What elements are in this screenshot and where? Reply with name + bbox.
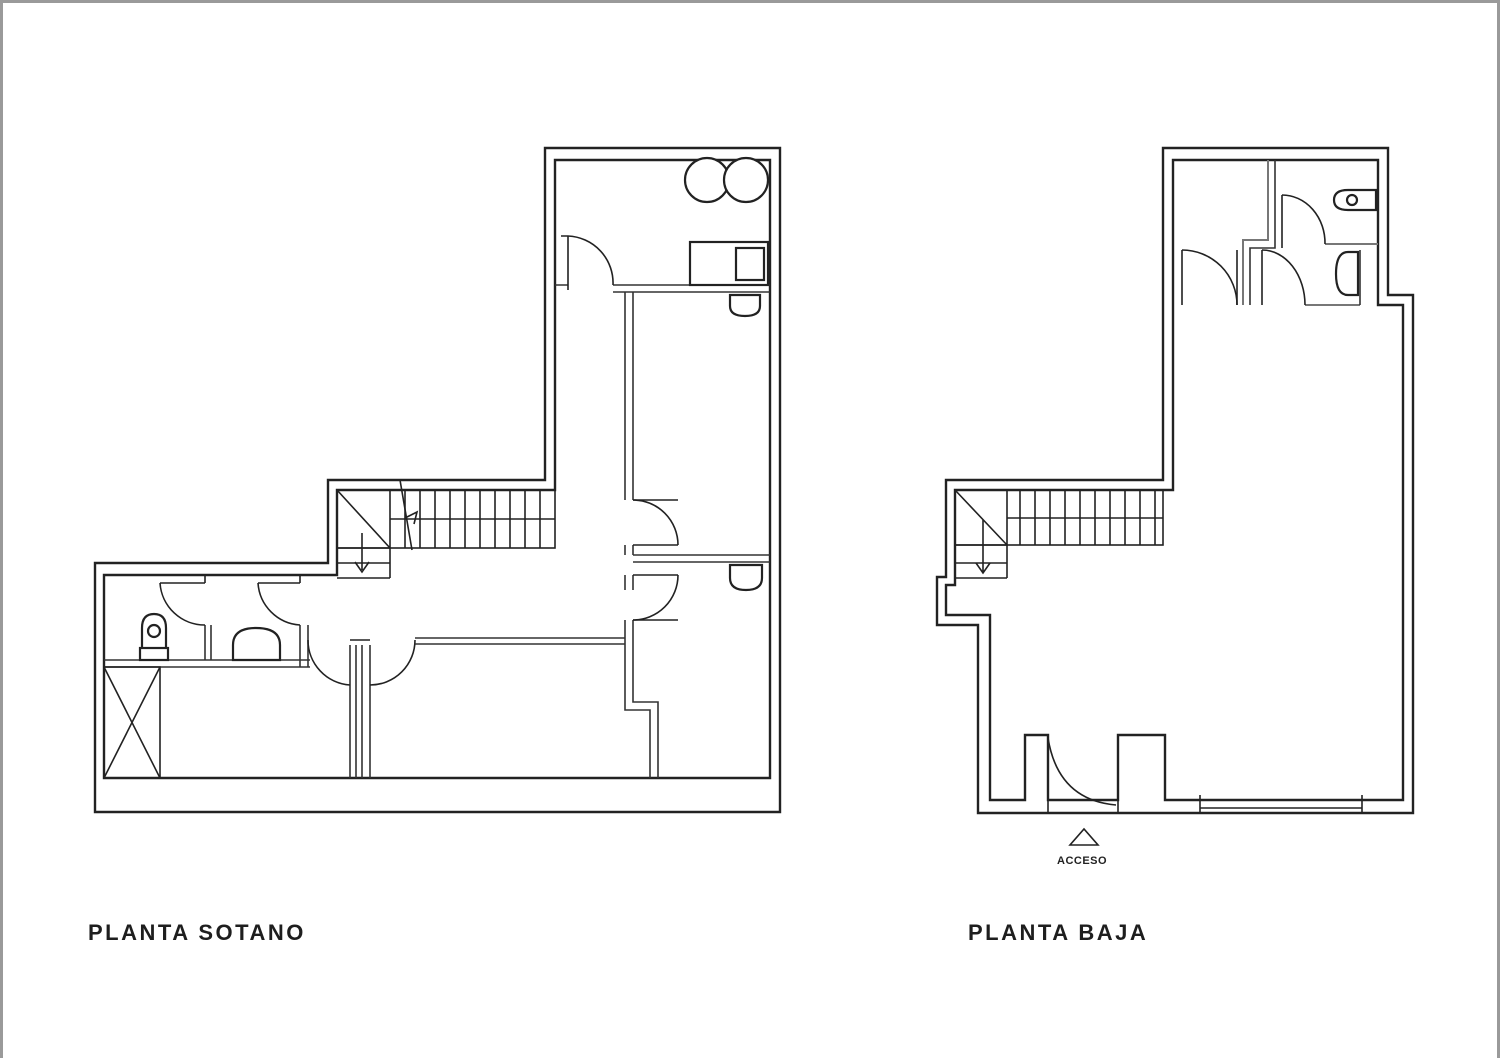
access-label: ACCESO [1057,855,1108,867]
sotano-bath-wall [204,625,212,660]
sotano-column-wall [349,645,371,778]
door-leaf [561,235,569,290]
door-swing-arc [307,639,351,686]
baja-bath-wall [1305,243,1378,306]
sotano-outer-wall [93,146,782,814]
plan-title-sotano: PLANTA SOTANO [88,920,306,945]
baja-outer-wall [935,146,1415,815]
door-swing-arc [632,574,679,621]
plan-sotano [93,146,782,814]
stair-cut-line-icon [399,479,419,551]
water-heater-icon [683,156,731,204]
door-swing-arc [567,235,614,286]
plan-baja [935,146,1415,846]
water-heater-icon [722,156,770,204]
sotano-partition [633,554,770,563]
door-leaf [633,499,678,621]
sink-icon [734,246,766,282]
door-swing-arc [159,582,206,626]
toilet-icon [138,612,170,662]
door-leaf [160,575,301,584]
stair-direction-arrow-icon [975,520,991,575]
washbasin-icon [231,626,282,662]
sotano-partition [624,620,659,778]
sotano-partition [415,637,625,645]
door-leaf [1181,195,1283,305]
sotano-partition [624,545,634,590]
sotano-inner-wall [102,158,772,780]
washbasin-icon [1334,250,1360,297]
door-swing-arc [1261,249,1306,306]
storage-shaft [103,666,161,779]
baja-bath-wall [1242,160,1269,305]
door-swing-arc [1281,194,1326,245]
door-swing-arc [1181,249,1238,306]
sotano-partition [624,292,634,500]
access-arrow-icon [1068,827,1100,846]
baja-bath-wall [1249,160,1276,305]
washbasin-icon [728,563,764,592]
toilet-icon [1332,188,1378,212]
baja-staircase [954,489,1164,579]
sotano-staircase [336,479,556,579]
washbasin-icon [728,293,762,318]
entrance-door-swing-arc [1047,737,1117,806]
door-swing-arc [257,582,301,626]
plan-title-baja: PLANTA BAJA [968,920,1149,945]
shop-window [1199,795,1363,813]
entrance-jamb [1047,735,1119,813]
door-swing-arc [632,499,679,546]
stair-direction-arrow-icon [354,533,370,574]
door-swing-arc [369,639,416,686]
